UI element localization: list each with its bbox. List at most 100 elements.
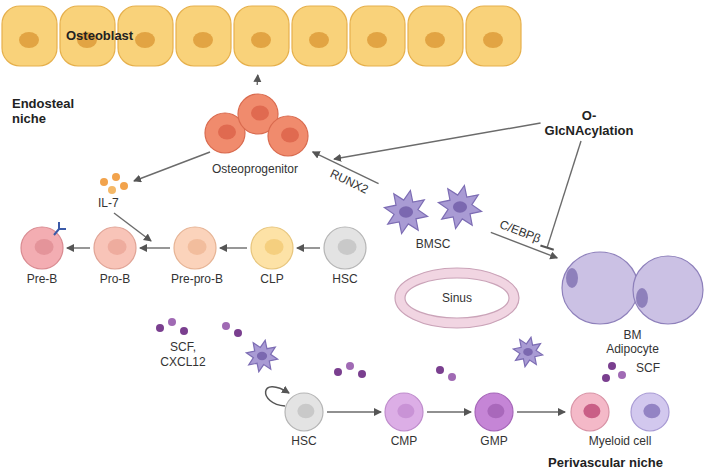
cell-shape [560, 248, 705, 326]
osteoblast-cell [466, 6, 521, 66]
cell-shape [250, 226, 294, 270]
cell-nucleus [257, 352, 267, 360]
cell-node: Pre-B [18, 226, 66, 286]
region-label: Perivascular niche [548, 455, 663, 470]
regulator-label: O-GlcNAcylation [540, 108, 638, 138]
cell-label: Osteoprogenitor [198, 162, 312, 176]
cytokine-dot [602, 374, 610, 382]
cytokine-dot [168, 318, 176, 326]
factor-label: SCF, CXCL12 [152, 340, 214, 370]
cell-nucleus [265, 239, 284, 255]
cell-nucleus [487, 404, 504, 418]
cell-nucleus [399, 206, 413, 217]
region-label: Endosteal niche [12, 96, 82, 126]
cell-body [251, 227, 293, 269]
cell-drawing [173, 226, 217, 270]
cell-nucleus [636, 288, 648, 308]
cell-body [285, 393, 323, 431]
cell-body [268, 116, 308, 156]
cytokine-dot [222, 322, 230, 330]
cell-nucleus [218, 124, 236, 139]
connector [327, 411, 381, 412]
cell-body [631, 393, 669, 431]
cytokine-dot [346, 362, 354, 370]
cell-node: Myeloid cell [566, 392, 674, 448]
connector [257, 75, 259, 85]
cytokine-dot [234, 329, 242, 337]
osteoblast-cell [408, 6, 463, 66]
connector [297, 247, 320, 248]
cell-node: HSC [282, 392, 326, 448]
cell-body [385, 393, 423, 431]
cell-label: Pre-pro-B [171, 272, 219, 286]
cell-body [94, 227, 136, 269]
cell-node: CMP [382, 392, 426, 448]
osteoblast-cell [234, 6, 289, 66]
cell-drawing [474, 392, 514, 432]
cell-label: Pro-B [91, 272, 139, 286]
cell-drawing [200, 88, 310, 160]
antibody-icon [54, 222, 66, 235]
cell-label: Myeloid cell [566, 434, 674, 448]
edge-label: C/EBPβ [496, 217, 544, 246]
cell-nucleus [108, 239, 127, 255]
cell-shape: Osteoblast [0, 0, 520, 72]
cell-node: BMSC [376, 185, 490, 251]
cell-nucleus [338, 239, 357, 255]
sinus-wall [400, 273, 514, 323]
cell-nucleus [193, 32, 213, 48]
cell-node: CLP [248, 226, 296, 286]
cytokine-dot [608, 362, 616, 370]
cell-nucleus [251, 105, 269, 120]
cell-label: BM Adipocyte [597, 328, 669, 356]
cell-drawing [93, 226, 137, 270]
cell-label: Sinus [442, 291, 472, 305]
cytokine-dot [100, 178, 108, 186]
cell-body [174, 227, 216, 269]
stromal-cell [513, 337, 542, 366]
cell-shape [20, 226, 64, 270]
cell-nucleus [35, 239, 54, 255]
factor-label: SCF [636, 361, 660, 376]
cell-nucleus [425, 32, 445, 48]
text-holder: Osteoblast [0, 0, 520, 72]
cell-drawing [568, 392, 672, 432]
osteoblast-cell [292, 6, 347, 66]
cell-node: Osteoblast [0, 0, 520, 72]
connector [140, 247, 170, 248]
cell-nucleus [397, 404, 414, 418]
connector [220, 247, 247, 248]
activation-arrow [334, 123, 540, 159]
cell-nucleus [566, 268, 578, 288]
cell-shape [474, 392, 514, 432]
cell-label: HSC [282, 434, 326, 448]
cell-node: Pre-pro-B [171, 226, 219, 286]
secretion-arrow [134, 152, 210, 181]
cell-node: GMP [472, 392, 516, 448]
cell-drawing [323, 226, 367, 270]
osteoblast-cell [176, 6, 231, 66]
cell-node: Sinus [395, 268, 519, 328]
cell-shape [323, 226, 367, 270]
cell-shape: Sinus [395, 268, 519, 328]
adipocyte-cell [633, 256, 703, 324]
cell-nucleus [19, 32, 39, 48]
cytokine-dot [112, 173, 120, 181]
cytokine-dot [358, 370, 366, 378]
cell-body [475, 393, 513, 431]
cell-label: GMP [472, 434, 516, 448]
cell-drawing [284, 392, 324, 432]
cell-shape [173, 226, 217, 270]
cell-nucleus [251, 32, 271, 48]
cytokine-dot [180, 327, 188, 335]
inhibition-bar [540, 245, 553, 249]
cell-nucleus [483, 32, 503, 48]
cytokine-dot [156, 324, 164, 332]
cytokine-dot [618, 371, 626, 379]
cell-shape [378, 185, 488, 235]
stromal-cell [438, 185, 481, 228]
osteoblast-cell [350, 6, 405, 66]
cell-label: CMP [382, 434, 426, 448]
sinus-lumen [405, 278, 509, 318]
